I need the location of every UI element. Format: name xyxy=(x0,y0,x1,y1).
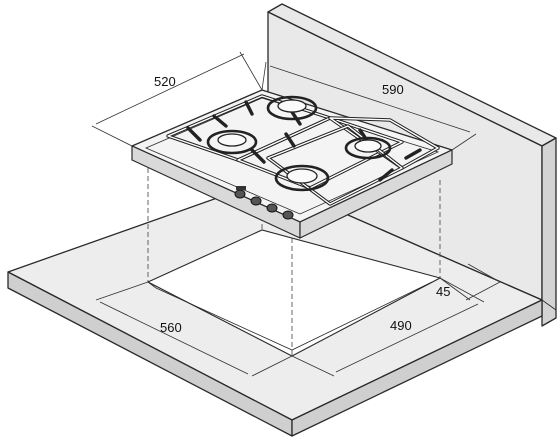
worktop-front-right-edge xyxy=(291,299,543,437)
dimension-cutout-width: 560 xyxy=(95,281,293,377)
burner-back-left xyxy=(266,95,318,121)
wall-clearance-label: 45 xyxy=(436,284,450,299)
hob-depth-label: 520 xyxy=(154,74,176,89)
burner-back-right xyxy=(344,136,392,160)
hob-front-right-side xyxy=(299,149,453,239)
cutout-width-label: 560 xyxy=(160,320,182,335)
ignition-button-icon xyxy=(236,186,246,190)
cutout-inner-edge xyxy=(147,281,433,351)
knob-icon xyxy=(250,196,262,206)
dimension-wall-clearance: 45 xyxy=(436,263,501,301)
burner-front-left xyxy=(206,129,258,155)
knob-icon xyxy=(234,189,246,199)
pan-supports xyxy=(166,94,440,206)
dimension-hob-depth: 520 xyxy=(91,51,263,147)
wall-side-face xyxy=(541,137,557,327)
knob-icon xyxy=(282,210,294,220)
burner-front-right xyxy=(274,164,330,192)
hob-width-label: 590 xyxy=(382,82,404,97)
cutout-depth-label: 490 xyxy=(390,318,412,333)
control-knobs xyxy=(234,186,294,220)
worktop-wall-seam xyxy=(541,299,557,311)
burners xyxy=(206,95,392,192)
knob-icon xyxy=(266,203,278,213)
dimension-cutout-depth: 490 xyxy=(291,277,485,377)
hob-inner-plate xyxy=(144,97,440,215)
gas-hob xyxy=(131,89,453,239)
dimension-hob-width: 590 xyxy=(261,61,477,151)
